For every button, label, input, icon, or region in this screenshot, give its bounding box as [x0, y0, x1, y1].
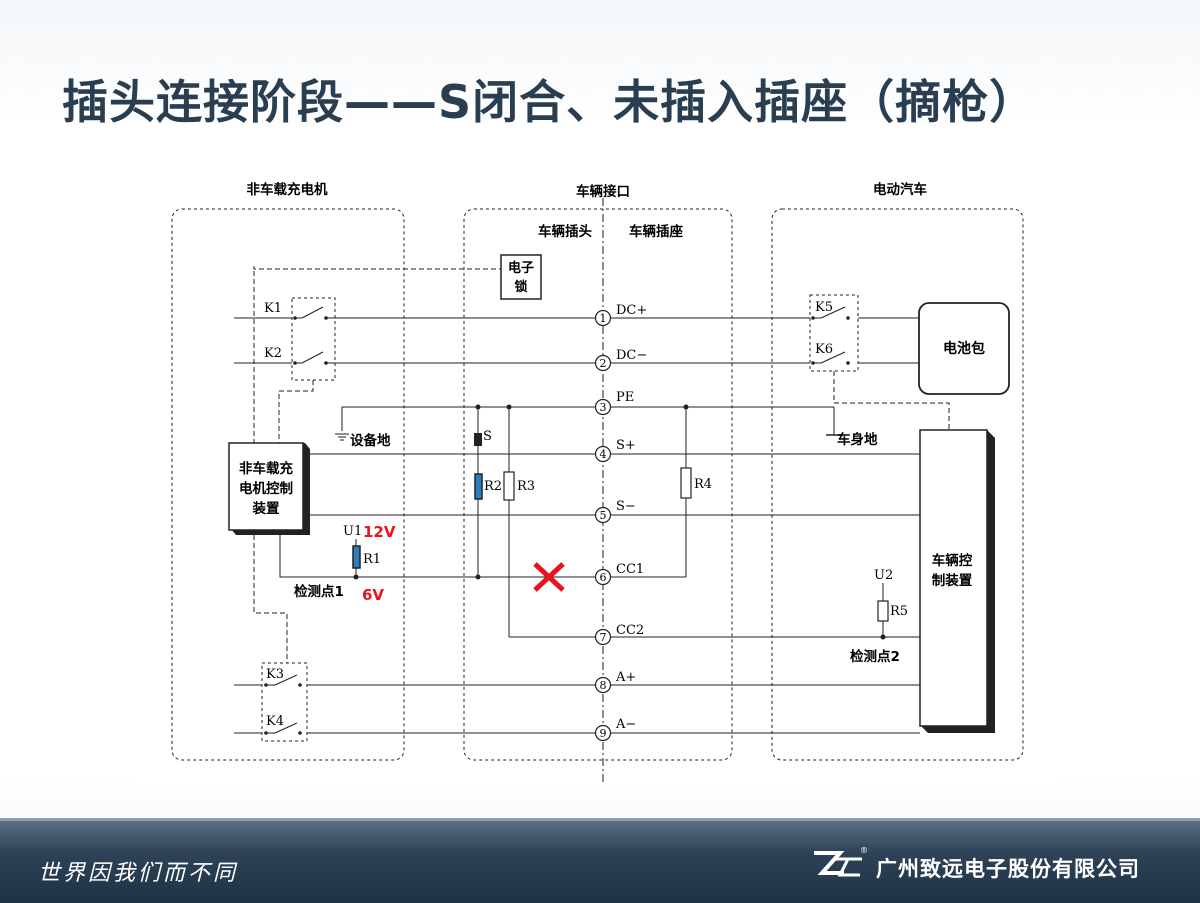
pin-9 [594, 724, 612, 742]
section-electric-vehicle: 电动汽车 [873, 181, 927, 198]
k3-k4-switch-box [261, 662, 308, 742]
logo-registered-mark: ® [860, 846, 868, 855]
pin-4-label: S+ [616, 438, 636, 453]
pin-3-label: PE [616, 390, 634, 405]
pin-1 [594, 309, 612, 327]
u2-label: U2 [874, 568, 893, 583]
footer-slogan: 世界因我们而不同 [38, 861, 239, 886]
pin-9-number: 9 [600, 727, 607, 740]
resistor-r2 [474, 473, 483, 500]
voltage-detection-1-label: 6V [362, 586, 384, 604]
k1-label: K1 [264, 301, 282, 316]
vehicle-controller-label-1: 车辆控 [932, 552, 973, 569]
battery-pack-label: 电池包 [943, 340, 985, 357]
offboard-charger-box [171, 208, 405, 761]
pin-4 [594, 445, 612, 463]
pin-8-label: A+ [615, 670, 636, 685]
s-switch-icon [474, 433, 482, 446]
k5-label: K5 [815, 300, 833, 315]
pin-6 [594, 568, 612, 586]
k3-label: K3 [266, 667, 284, 682]
equipment-ground-label: 设备地 [350, 432, 391, 449]
pin-6-number: 6 [600, 571, 607, 584]
pin-4-number: 4 [600, 448, 607, 461]
r3-label: R3 [517, 479, 535, 494]
pin-5 [594, 506, 612, 524]
section-offboard-charger: 非车载充电机 [247, 181, 328, 198]
company-logo-icon: ® [814, 846, 868, 877]
resistor-r1 [352, 545, 361, 569]
pin-8-number: 8 [600, 679, 607, 692]
red-x-icon [533, 562, 565, 592]
pin-8 [594, 676, 612, 694]
resistor-r3 [503, 471, 515, 501]
charger-controller-label-2: 电机控制 [239, 480, 293, 497]
r1-label: R1 [363, 552, 381, 567]
pin-7-label: CC2 [616, 623, 644, 638]
pin-7 [594, 628, 612, 646]
k4-label: K4 [266, 714, 284, 729]
electronic-lock-box [500, 254, 542, 300]
pin-2-number: 2 [600, 357, 607, 370]
circuit-schematic: 电子 锁 电池包 非车载充 电机控制 装置 车辆控 制装置 1 2 3 4 5 [171, 181, 1024, 783]
pin-2 [594, 354, 612, 372]
pin-5-number: 5 [600, 509, 607, 522]
u1-label: U1 [343, 524, 362, 539]
vehicle-controller-label-2: 制装置 [932, 572, 973, 589]
charger-controller-label-3: 装置 [252, 500, 280, 517]
vehicle-socket-label: 车辆插座 [629, 223, 683, 240]
voltage-u1-label: 12V [363, 523, 396, 541]
detection-point-2-label: 检测点2 [850, 648, 900, 665]
section-vehicle-interface: 车辆接口 [576, 183, 630, 200]
company-name: 广州致远电子股份有限公司 [876, 857, 1140, 881]
r2-label: R2 [484, 479, 502, 494]
k2-label: K2 [264, 346, 282, 361]
electric-vehicle-box [771, 208, 1024, 761]
footer-bar: 世界因我们而不同 ® 广州致远电子股份有限公司 [0, 818, 1200, 903]
resistor-r5 [877, 600, 889, 622]
battery-pack-box [918, 302, 1010, 395]
k6-label: K6 [815, 342, 833, 357]
circuit-diagram: 电子 锁 电池包 非车载充 电机控制 装置 车辆控 制装置 1 2 3 4 5 [137, 143, 1055, 785]
pin-7-number: 7 [600, 631, 607, 644]
pin-3-number: 3 [600, 401, 607, 414]
charger-controller-label-1: 非车载充 [239, 460, 293, 477]
detection-point-1-label: 检测点1 [294, 583, 344, 600]
body-ground-label: 车身地 [837, 431, 878, 448]
pin-9-label: A− [615, 717, 636, 732]
electronic-lock-label-1: 电子 [508, 260, 534, 276]
pin-6-label: CC1 [616, 562, 644, 577]
slide-title: 插头连接阶段——S闭合、未插入插座（摘枪） [62, 75, 1037, 129]
vehicle-interface-box [463, 208, 733, 761]
k1-k2-switch-box [291, 297, 336, 381]
r5-label: R5 [890, 604, 908, 619]
pin-1-label: DC+ [616, 303, 647, 318]
pin-1-number: 1 [600, 312, 607, 325]
pin-5-label: S− [616, 499, 636, 514]
electronic-lock-label-2: 锁 [514, 279, 527, 295]
resistor-r4 [680, 467, 692, 499]
pin-2-label: DC− [616, 348, 647, 363]
pin-3 [594, 398, 612, 416]
s-label: S [483, 429, 492, 444]
charger-controller-box [228, 442, 310, 535]
k5-k6-switch-box [809, 294, 859, 372]
r4-label: R4 [694, 477, 712, 492]
vehicle-plug-label: 车辆插头 [538, 223, 592, 240]
vehicle-controller-box [919, 429, 995, 733]
lock-control-line [253, 266, 501, 270]
